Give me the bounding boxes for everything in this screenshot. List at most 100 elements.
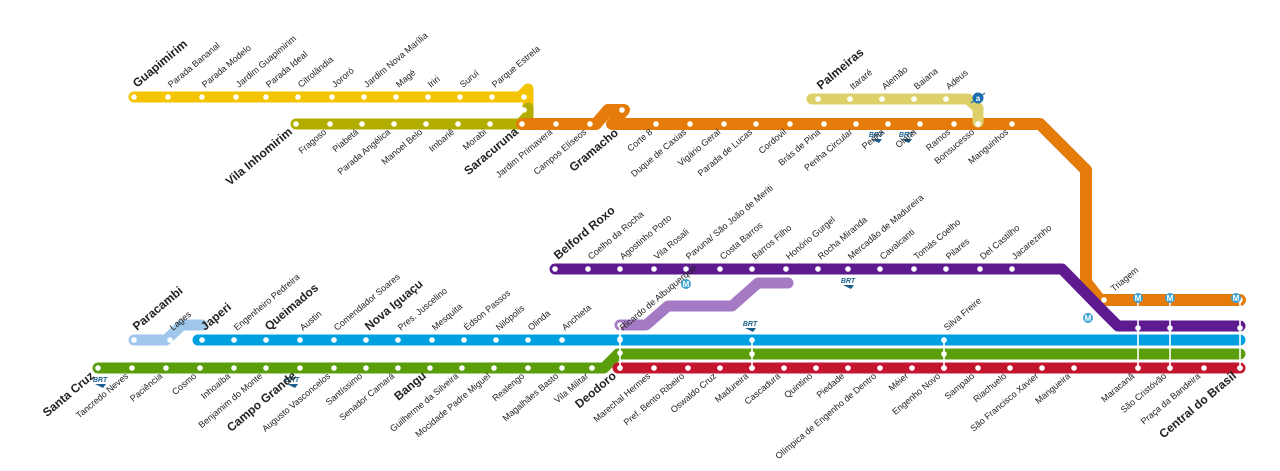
station-citrolandia[interactable] [295, 94, 301, 100]
station-penha-circular[interactable] [853, 121, 859, 127]
station-anchieta[interactable] [559, 337, 565, 343]
station-nova-iguacu[interactable] [363, 337, 369, 343]
station-parada-bananal[interactable] [165, 94, 171, 100]
station-cavalcanti[interactable] [877, 266, 883, 272]
station-bras-de-pina[interactable] [821, 121, 827, 127]
station-coelho-da-rocha[interactable] [585, 266, 591, 272]
station-santissimo[interactable] [363, 365, 369, 371]
station-jardim-primavera[interactable] [553, 121, 559, 127]
station-olinda[interactable] [525, 337, 531, 343]
station-paracambi[interactable] [131, 337, 137, 343]
station-jacarezinho[interactable] [1009, 266, 1015, 272]
station-imbarie[interactable] [455, 121, 461, 127]
station-iriri[interactable] [425, 94, 431, 100]
station-baiana[interactable] [911, 96, 917, 102]
station-parada-ideal[interactable] [263, 94, 269, 100]
station-alemao[interactable] [879, 96, 885, 102]
station-tomas-coelho[interactable] [911, 266, 917, 272]
station-magalhaes-basto[interactable] [559, 365, 565, 371]
station-bonsucesso-transfer[interactable] [975, 121, 981, 127]
station-junction-guapimirim[interactable] [521, 94, 527, 100]
station-mocidade-padre-miguel[interactable] [491, 365, 497, 371]
station-pres-juscelino[interactable] [395, 337, 401, 343]
station-mangueira[interactable] [1071, 365, 1077, 371]
station-riachuelo[interactable] [1007, 365, 1013, 371]
station-campos-eliseos[interactable] [587, 121, 593, 127]
station-praca-da-bandeira[interactable] [1201, 365, 1207, 371]
station-oswaldo-cruz[interactable] [717, 365, 723, 371]
station-realengo[interactable] [525, 365, 531, 371]
station-augusto-vasconcelos[interactable] [331, 365, 337, 371]
station-del-castilho[interactable] [977, 266, 983, 272]
station-itarare[interactable] [847, 96, 853, 102]
station-comendador-soares[interactable] [331, 337, 337, 343]
station-cosmo[interactable] [197, 365, 203, 371]
station-cordovil[interactable] [787, 121, 793, 127]
station-penha[interactable] [885, 121, 891, 127]
station-guilherme-da-silveira[interactable] [459, 365, 465, 371]
station-lages[interactable] [167, 337, 173, 343]
station-junction-vila-inhomirim[interactable] [521, 107, 527, 113]
station-vila-inhomirim[interactable] [293, 121, 299, 127]
station-nilopolis[interactable] [493, 337, 499, 343]
station-pilares[interactable] [943, 266, 949, 272]
station-olaria[interactable] [917, 121, 923, 127]
station-vila-militar[interactable] [589, 365, 595, 371]
station-parada-angelica[interactable] [391, 121, 397, 127]
station-paciencia[interactable] [163, 365, 169, 371]
station-fragoso[interactable] [327, 121, 333, 127]
station-queimados[interactable] [263, 337, 269, 343]
station-olimpica-de-engenho-de-dentro[interactable] [877, 365, 883, 371]
station-duque-de-caxias[interactable] [687, 121, 693, 127]
station-bangu[interactable] [427, 365, 433, 371]
station-pavuna-sao-joao-de-meriti[interactable] [683, 266, 689, 272]
station-campo-grande[interactable] [297, 365, 303, 371]
station-guapimirim[interactable] [131, 94, 137, 100]
station-santa-cruz[interactable] [95, 365, 101, 371]
station-parada-de-lucas[interactable] [753, 121, 759, 127]
station-agostinho-porto[interactable] [617, 266, 623, 272]
station-jardim-guapimirim[interactable] [233, 94, 239, 100]
station-engenheiro-pedreira[interactable] [231, 337, 237, 343]
station-manguinhos[interactable] [1009, 121, 1015, 127]
station-ramos[interactable] [951, 121, 957, 127]
station-jororo[interactable] [329, 94, 335, 100]
station-rocha-miranda[interactable] [815, 266, 821, 272]
station-morabi[interactable] [487, 121, 493, 127]
station-meier[interactable] [909, 365, 915, 371]
station-parque-estrela[interactable] [489, 94, 495, 100]
station-manoel-belo[interactable] [423, 121, 429, 127]
station-mercadao-de-madureira[interactable] [845, 266, 851, 272]
station-sao-francisco-xavier[interactable] [1039, 365, 1045, 371]
station-edson-passos[interactable] [461, 337, 467, 343]
station-vila-rosali[interactable] [651, 266, 657, 272]
station-benjamim-do-monte[interactable] [263, 365, 269, 371]
station-triagem[interactable] [1101, 297, 1107, 303]
station-inhoaiba[interactable] [231, 365, 237, 371]
station-honorio-gurgel[interactable] [783, 266, 789, 272]
station-mage[interactable] [393, 94, 399, 100]
station-gramacho[interactable] [619, 107, 625, 113]
station-mesquita[interactable] [429, 337, 435, 343]
station-saracuruna[interactable] [519, 121, 525, 127]
station-corte-8[interactable] [653, 121, 659, 127]
station-japeri[interactable] [199, 337, 205, 343]
station-piedade[interactable] [845, 365, 851, 371]
station-barros-filho[interactable] [749, 266, 755, 272]
station-costa-barros[interactable] [717, 266, 723, 272]
station-surui[interactable] [457, 94, 463, 100]
station-quintino[interactable] [813, 365, 819, 371]
station-austin[interactable] [297, 337, 303, 343]
station-pref-bento-ribeiro[interactable] [685, 365, 691, 371]
station-senador-camara[interactable] [395, 365, 401, 371]
station-piabeta[interactable] [359, 121, 365, 127]
station-marechal-hermes[interactable] [651, 365, 657, 371]
station-tancredo-neves[interactable] [129, 365, 135, 371]
station-parada-modelo[interactable] [199, 94, 205, 100]
station-jardim-nova-marilia[interactable] [361, 94, 367, 100]
station-cascadura[interactable] [781, 365, 787, 371]
station-sampaio[interactable] [975, 365, 981, 371]
station-belford-roxo[interactable] [552, 266, 558, 272]
station-vigario-geral[interactable] [721, 121, 727, 127]
station-palmeiras[interactable] [815, 96, 821, 102]
